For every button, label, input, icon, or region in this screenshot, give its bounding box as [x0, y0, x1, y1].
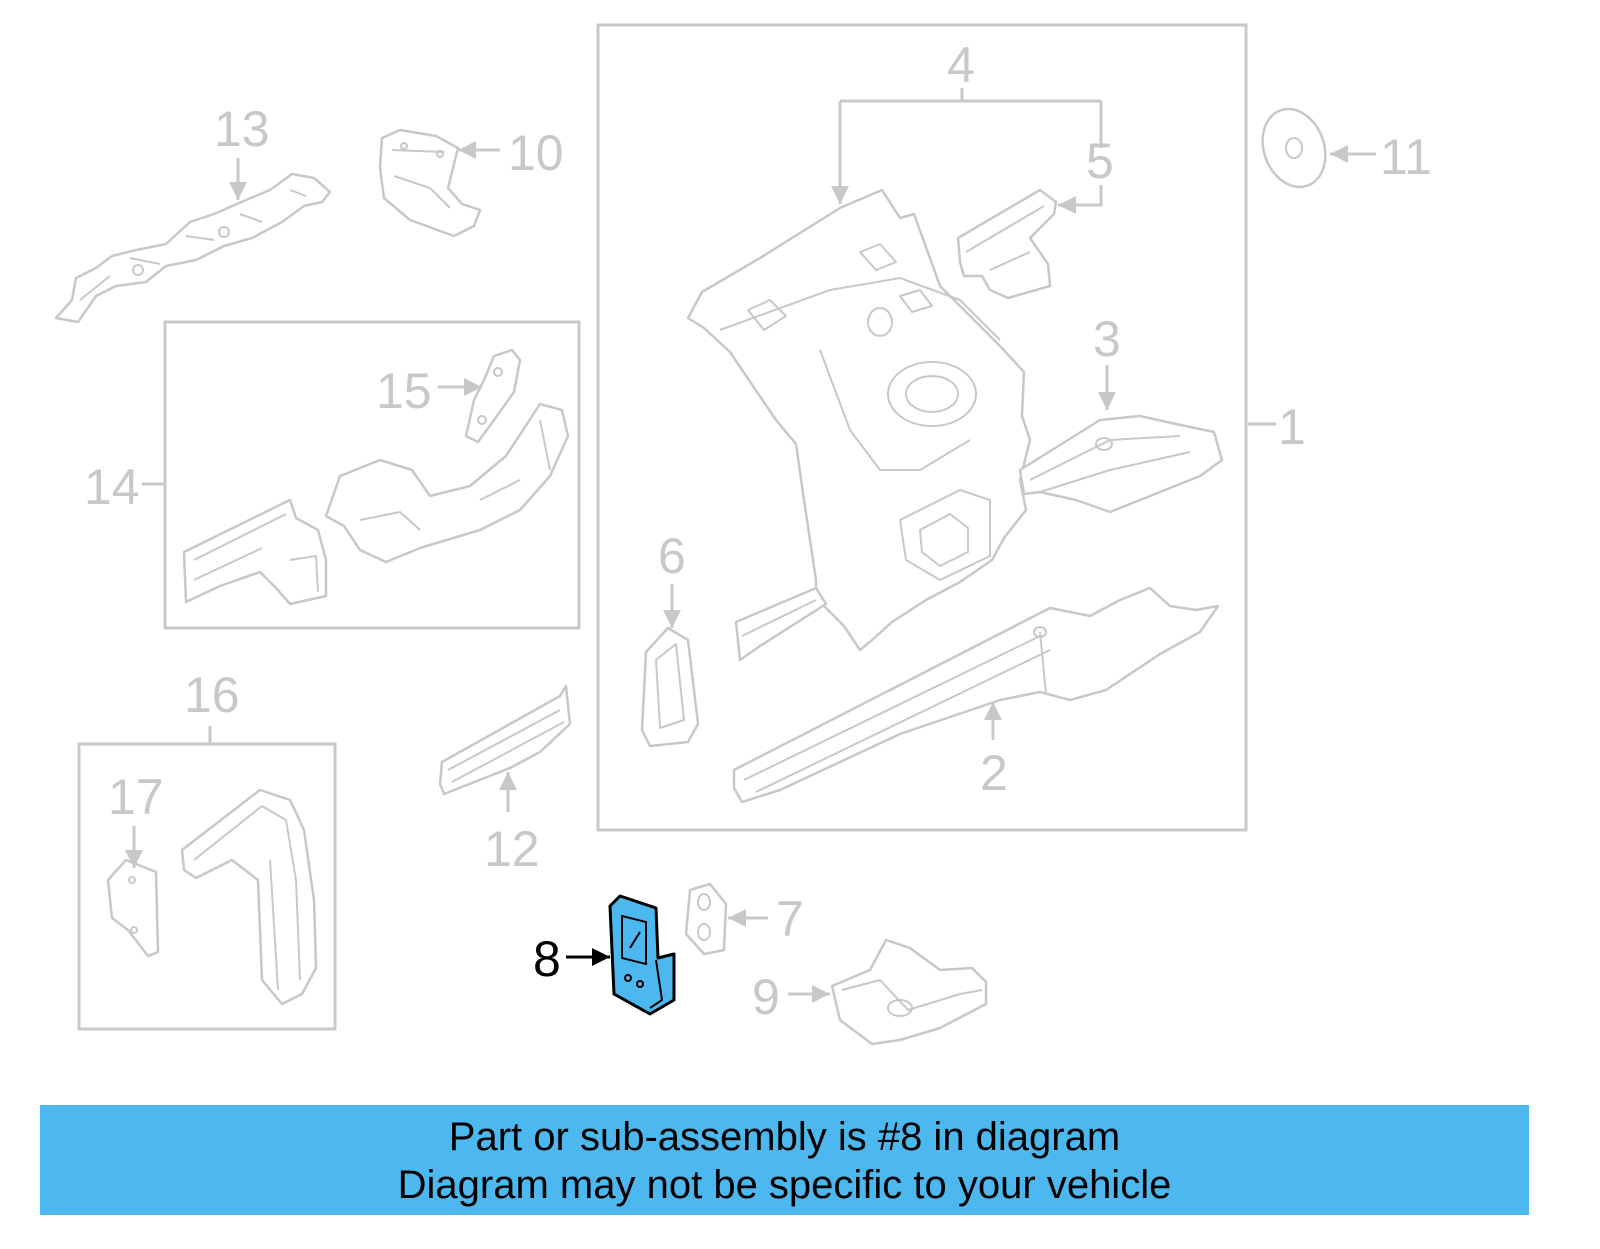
callout-6: 6: [658, 528, 686, 584]
info-banner: Part or sub-assembly is #8 in diagram Di…: [40, 1105, 1529, 1215]
banner-line-2: Diagram may not be specific to your vehi…: [397, 1163, 1172, 1207]
part-11: [1261, 107, 1327, 189]
part-2: [732, 586, 1220, 804]
callout-14: 14: [84, 459, 140, 515]
part-12: [438, 684, 572, 796]
callout-9: 9: [752, 969, 780, 1025]
part-8-highlighted: [608, 894, 676, 1016]
callout-8: 8: [533, 931, 561, 987]
part-7: [684, 882, 728, 956]
callout-3: 3: [1093, 311, 1121, 367]
callout-13: 13: [214, 101, 270, 157]
callout-1: 1: [1278, 399, 1306, 455]
part-5: [956, 188, 1058, 300]
part-6: [640, 626, 700, 748]
callout-12: 12: [484, 821, 540, 877]
part-13: [54, 172, 332, 324]
banner-line-1: Part or sub-assembly is #8 in diagram: [448, 1115, 1121, 1159]
part-16: [180, 788, 318, 1006]
part-9: [830, 938, 988, 1046]
callout-7: 7: [776, 891, 804, 947]
callout-17: 17: [108, 769, 164, 825]
callout-10: 10: [508, 125, 564, 181]
leader-lines: [125, 88, 1376, 1003]
callout-2: 2: [980, 745, 1008, 801]
callout-11: 11: [1380, 129, 1432, 185]
part-1: [686, 188, 1224, 662]
group-box-16: [77, 742, 337, 1031]
group-box-14: [163, 320, 581, 630]
callout-15: 15: [376, 363, 432, 419]
callout-16: 16: [184, 667, 240, 723]
callout-4: 4: [947, 37, 975, 93]
part-8-body: [608, 894, 676, 1016]
part-10: [378, 128, 482, 238]
group-box-1: [596, 23, 1248, 832]
part-15: [464, 348, 522, 444]
callout-5: 5: [1086, 133, 1114, 189]
part-14: [182, 402, 570, 606]
callout-labels: 1 2 3 4 5 6 7 8 9 10 11 12 13 14 15 16 1…: [84, 37, 1432, 1025]
part-17: [106, 858, 160, 958]
